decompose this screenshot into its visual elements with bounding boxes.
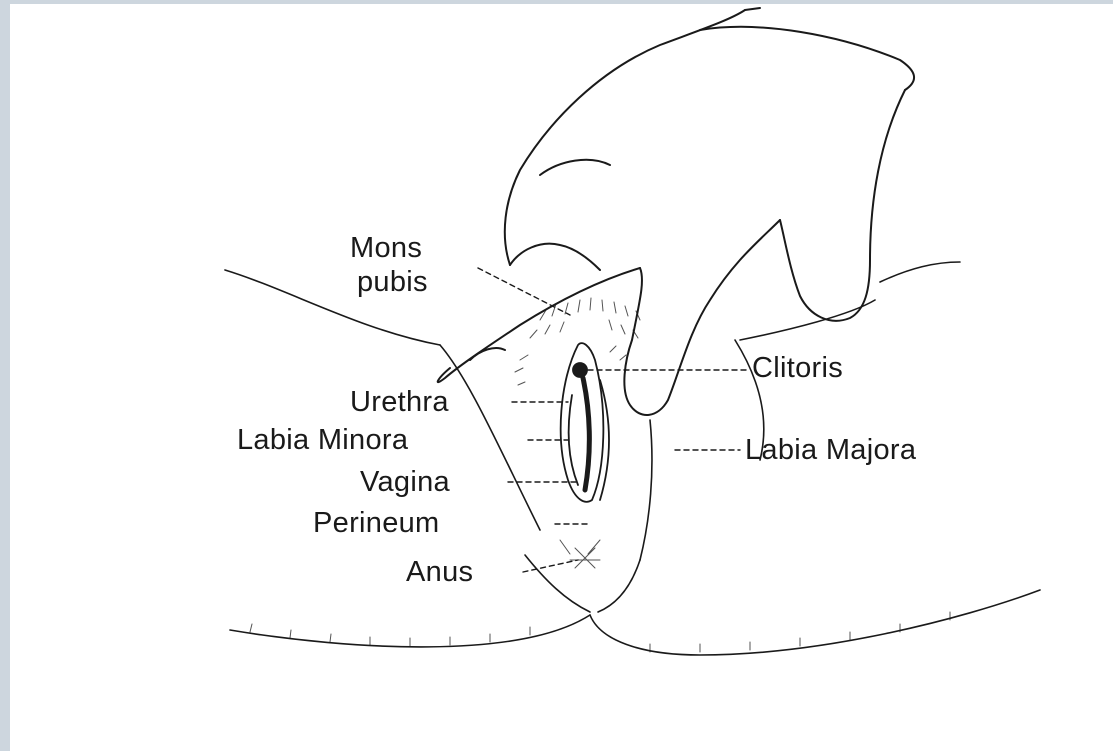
label-vagina: Vagina bbox=[360, 466, 450, 498]
label-mons: Mons bbox=[350, 232, 422, 264]
leader-lines bbox=[478, 268, 748, 572]
vulva-drawing bbox=[561, 343, 609, 502]
body-outline bbox=[225, 262, 1040, 655]
leader-mons-pubis bbox=[478, 268, 570, 315]
label-urethra: Urethra bbox=[350, 386, 449, 418]
label-pubis: pubis bbox=[357, 266, 428, 298]
label-anus: Anus bbox=[406, 556, 473, 588]
label-labia-minora: Labia Minora bbox=[237, 424, 408, 456]
label-clitoris: Clitoris bbox=[752, 352, 843, 384]
label-perineum: Perineum bbox=[313, 507, 440, 539]
label-labia-majora: Labia Majora bbox=[745, 434, 916, 466]
